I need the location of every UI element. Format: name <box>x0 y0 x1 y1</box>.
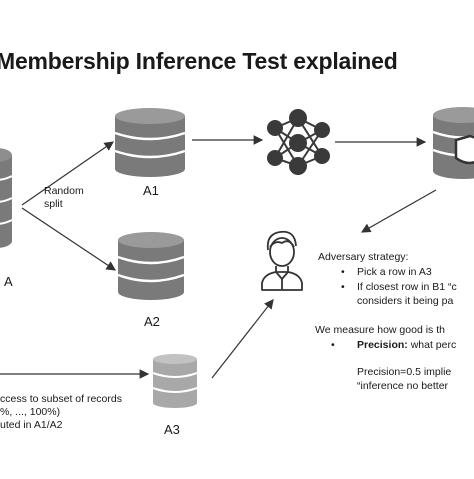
a1-label: A1 <box>143 183 159 198</box>
adversary-person-icon <box>261 230 303 291</box>
arrow-a3-to-adversary <box>211 299 274 379</box>
database-a2-icon <box>117 232 185 300</box>
precision-text: what perc <box>407 339 457 351</box>
random-split-label-1: Random <box>44 185 84 197</box>
arrow-a-to-a1 <box>21 141 114 206</box>
database-a-label: A <box>4 274 13 289</box>
precision-line: Precision: what perc <box>357 339 456 352</box>
adversary-bullet-2-dot: • <box>341 281 345 293</box>
access-line-3: uted in A1/A2 <box>0 419 63 431</box>
adversary-bullet-3: considers it being pa <box>357 295 454 307</box>
adversary-bullet-1-dot: • <box>341 266 345 278</box>
precision-value-line-2: “inference no better <box>357 380 449 392</box>
access-line-2: %, ..., 100%) <box>0 406 61 418</box>
adversary-bullet-2: If closest row in B1 “c <box>357 281 457 293</box>
database-a1-icon <box>114 108 186 177</box>
a3-label: A3 <box>164 422 180 437</box>
precision-label: Precision: <box>357 339 408 351</box>
arrow-a-to-a2 <box>21 207 116 271</box>
arrow-b-to-adversary <box>360 189 437 233</box>
precision-value-line-1: Precision=0.5 implie <box>357 366 452 378</box>
database-a-icon <box>0 148 13 248</box>
a2-label: A2 <box>144 314 160 329</box>
random-split-label-2: split <box>44 198 63 210</box>
access-line-1: ccess to subset of records <box>0 393 122 405</box>
measure-heading: We measure how good is th <box>315 324 445 336</box>
precision-bullet-dot: • <box>331 339 335 351</box>
database-a3-icon <box>152 354 198 408</box>
diagram-title: Membership Inference Test explained <box>0 48 398 74</box>
adversary-bullet-1: Pick a row in A3 <box>357 266 432 278</box>
arrows <box>0 135 437 379</box>
database-b-shield-icon <box>432 107 474 179</box>
adversary-heading: Adversary strategy: <box>318 251 409 263</box>
neural-network-icon <box>267 109 330 175</box>
